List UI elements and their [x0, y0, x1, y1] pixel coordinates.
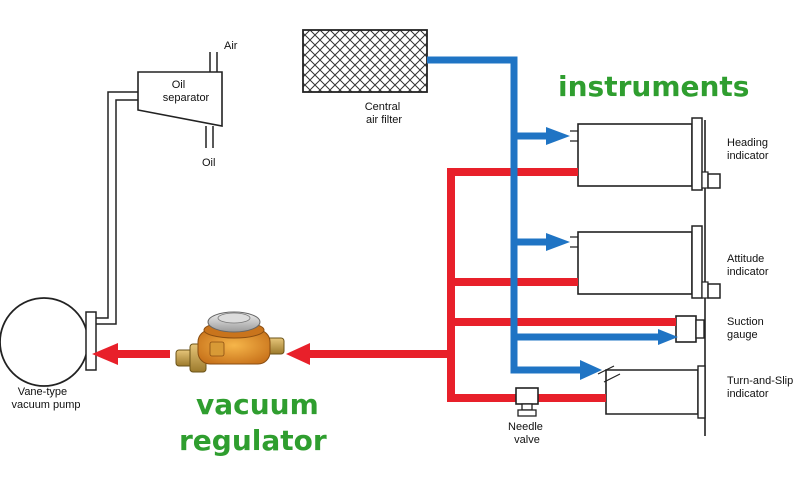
vane-pump-label: Vane-type vacuum pump	[11, 386, 80, 411]
turn-and-slip-label: Turn-and-Slip indicator	[727, 375, 796, 400]
heading-indicator	[577, 117, 721, 191]
instruments-heading: instruments	[558, 70, 749, 103]
turn-and-slip-indicator	[605, 365, 706, 419]
vacuum-heading: vacuum	[196, 388, 319, 421]
heading-supply-arrow	[546, 127, 570, 145]
instrument-inlet-stubs	[570, 130, 621, 383]
pump-to-separator-tubes	[92, 91, 138, 325]
vacuum-regulator	[175, 311, 285, 373]
suction-supply-arrow	[658, 329, 678, 345]
regulator-inlet-arrow	[286, 343, 310, 365]
turn-supply-arrow	[580, 360, 602, 380]
regulator-heading: regulator	[179, 424, 327, 457]
attitude-indicator-label: Attitude indicator	[727, 253, 769, 278]
oil-separator-label: Oil separator	[163, 79, 210, 104]
pump-outlet-flange	[85, 311, 97, 371]
needle-valve-label: Needle valve	[508, 421, 546, 446]
separator-ports	[205, 52, 218, 148]
attitude-supply-arrow	[546, 233, 570, 251]
needle-valve	[515, 387, 539, 417]
heading-indicator-label: Heading indicator	[727, 137, 771, 162]
air-label: Air	[224, 40, 238, 52]
attitude-indicator	[577, 225, 721, 299]
central-air-filter	[302, 29, 428, 93]
pump-inlet-arrow	[92, 343, 118, 365]
suction-gauge	[675, 315, 705, 343]
filtered-air-lines	[427, 56, 660, 374]
oil-separator	[137, 71, 223, 127]
vane-type-vacuum-pump	[0, 297, 89, 387]
central-air-filter-label: Central air filter	[365, 101, 404, 126]
oil-label: Oil	[202, 157, 215, 169]
suction-gauge-label: Suction gauge	[727, 316, 767, 341]
